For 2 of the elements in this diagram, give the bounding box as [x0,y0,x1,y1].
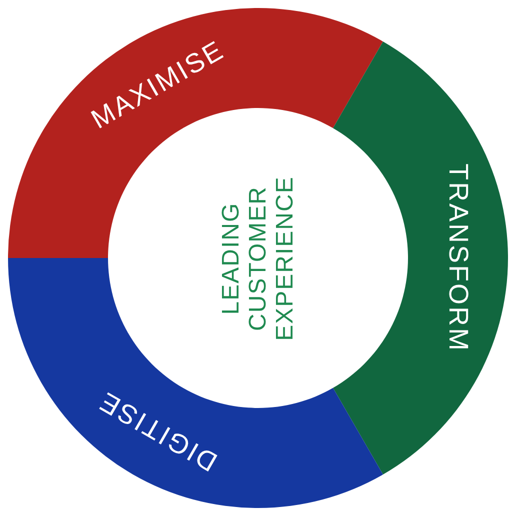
segment-label: TRANSFORM [444,164,472,352]
center-text: LEADING CUSTOMER EXPERIENCE [218,174,298,342]
